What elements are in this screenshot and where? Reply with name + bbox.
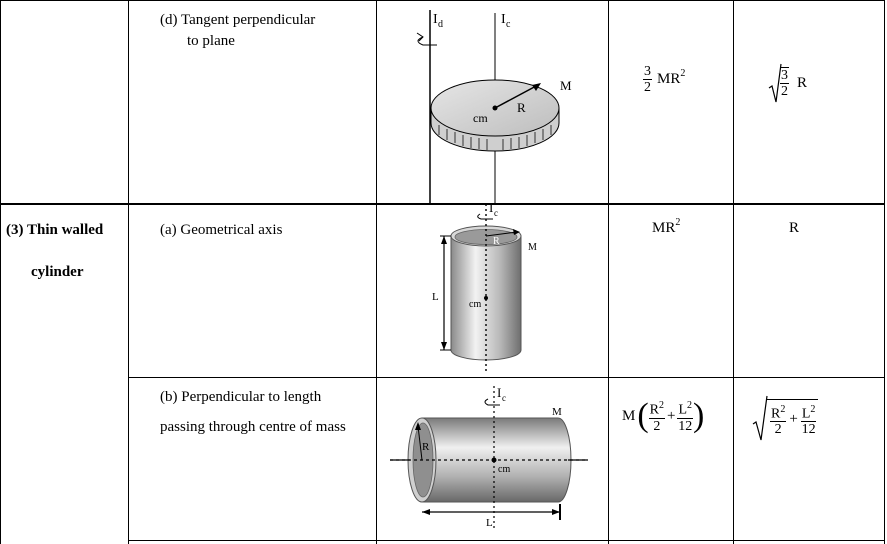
col-border-4 xyxy=(733,0,734,544)
col-border-right xyxy=(884,0,885,544)
axis-d-label: I xyxy=(433,12,438,27)
hcyl-length-label: L xyxy=(486,517,493,529)
row-d-case-label-2: to plane xyxy=(187,33,235,49)
row-border-2 xyxy=(128,377,885,378)
cyl-radius-label: R xyxy=(493,236,500,247)
axis-d-sub: d xyxy=(438,19,443,30)
axis-c-sub: c xyxy=(506,19,511,30)
disc-cm-label: cm xyxy=(473,111,488,125)
hcyl-axis-label: I xyxy=(497,385,501,400)
cyl-axis-sub: c xyxy=(494,208,498,218)
axis-c-label: I xyxy=(501,12,506,27)
row-d-case-label: (d) Tangent perpendicular xyxy=(160,12,316,28)
category-label-2: cylinder xyxy=(31,264,84,280)
row-3a-case-label: (a) Geometrical axis xyxy=(160,222,283,238)
disc-radius-label: R xyxy=(517,100,526,115)
row-3b-case-label: (b) Perpendicular to length xyxy=(160,389,322,405)
col-border-3 xyxy=(608,0,609,544)
row-3a-cylinder-figure: I c R M cm L xyxy=(432,200,537,372)
row-3b-case-label-2: passing through centre of mass xyxy=(160,419,346,435)
row-border-3 xyxy=(128,540,885,541)
cyl-axis-label: I xyxy=(489,200,493,215)
hcyl-cm-label: cm xyxy=(498,464,510,475)
row-3a-gyration: R xyxy=(789,220,800,236)
category-label: (3) Thin walled xyxy=(6,222,104,238)
cyl-mass-label: M xyxy=(528,242,537,253)
cyl-length-label: L xyxy=(432,291,439,303)
col-border-1 xyxy=(128,0,129,544)
hcyl-radius-label: R xyxy=(422,441,430,453)
row-d-disc-figure: I d I c M R cm xyxy=(416,10,572,203)
hcyl-axis-sub: c xyxy=(502,393,506,403)
hcyl-mass-label: M xyxy=(552,406,562,418)
disc-mass-label: M xyxy=(560,78,572,93)
row-3b-horizontal-cylinder-figure: I c cm M R L xyxy=(390,385,588,530)
row-border-top xyxy=(0,0,885,1)
cyl-cm-label: cm xyxy=(469,299,481,310)
col-border-left xyxy=(0,0,1,544)
col-border-2 xyxy=(376,0,377,544)
row-border-1 xyxy=(0,203,885,205)
